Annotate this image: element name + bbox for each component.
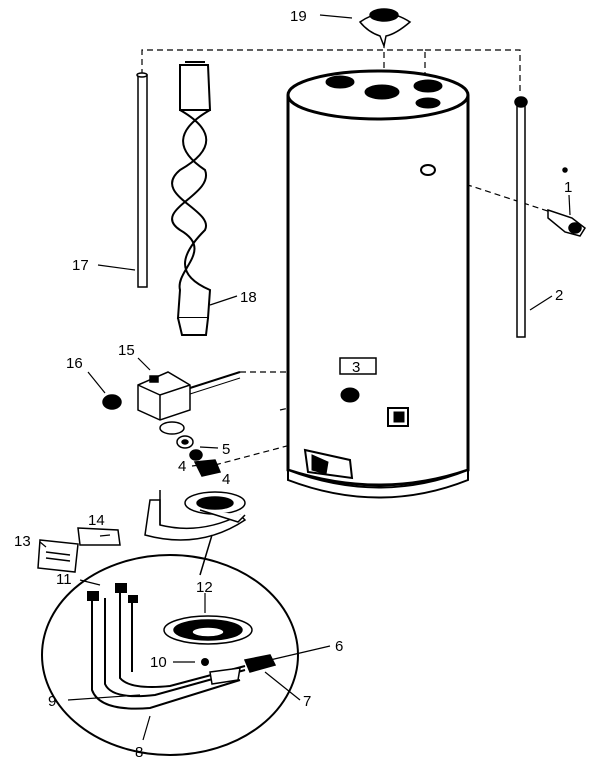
part-1-relief-valve [547, 167, 586, 237]
part-15-gas-control-thermostat [137, 371, 241, 421]
part-18-twisted-flue-baffle [171, 61, 212, 336]
tank-side-port [420, 164, 436, 176]
part-16-plug [102, 394, 122, 410]
part-2-anode-rod [514, 96, 528, 338]
callout-18: 18 [240, 289, 257, 306]
callout-17: 17 [72, 257, 89, 274]
part-14-inner-door [77, 527, 121, 546]
leader-lines [39, 14, 571, 741]
tank-top-port-right-rear [415, 97, 441, 109]
callout-4a: 4 [178, 458, 186, 475]
callout-2: 2 [555, 287, 563, 304]
part-3-label-plate [339, 357, 377, 375]
callout-9: 9 [48, 693, 56, 710]
callout-7: 7 [303, 693, 311, 710]
tank [286, 69, 470, 499]
callout-4b: 4 [222, 471, 230, 488]
parts-8-9-tubes [87, 583, 246, 710]
part-10-orifice [201, 658, 209, 666]
callout-12: 12 [196, 579, 213, 596]
burner-assembly [144, 490, 247, 541]
callout-3: 3 [352, 359, 360, 376]
callout-14: 14 [88, 512, 105, 529]
callout-8: 8 [135, 744, 143, 761]
tank-gas-valve-port [340, 387, 360, 403]
part-13-outer-door [37, 539, 79, 573]
callout-19: 19 [290, 8, 307, 25]
callout-1: 1 [564, 179, 572, 196]
tank-top-port-left [325, 75, 355, 89]
callout-6: 6 [335, 638, 343, 655]
part-12-main-burner [163, 615, 253, 645]
callout-10: 10 [150, 654, 167, 671]
burner-detail-circle [41, 534, 299, 756]
tank-top-port-center [364, 84, 400, 100]
tank-top-port-right [413, 79, 443, 93]
part-5-4-fittings [159, 421, 222, 477]
callout-labels: 19 1 2 3 17 18 15 16 5 4 4 14 13 11 12 1… [14, 8, 572, 761]
callout-11: 11 [56, 571, 72, 588]
part-19-flue-baffle-cap [358, 8, 412, 49]
callout-13: 13 [14, 533, 31, 550]
callout-5: 5 [222, 441, 230, 458]
callout-16: 16 [66, 355, 83, 372]
callout-15: 15 [118, 342, 135, 359]
parts-6-7-pilot [209, 654, 277, 685]
part-17-dip-tube [136, 72, 148, 288]
